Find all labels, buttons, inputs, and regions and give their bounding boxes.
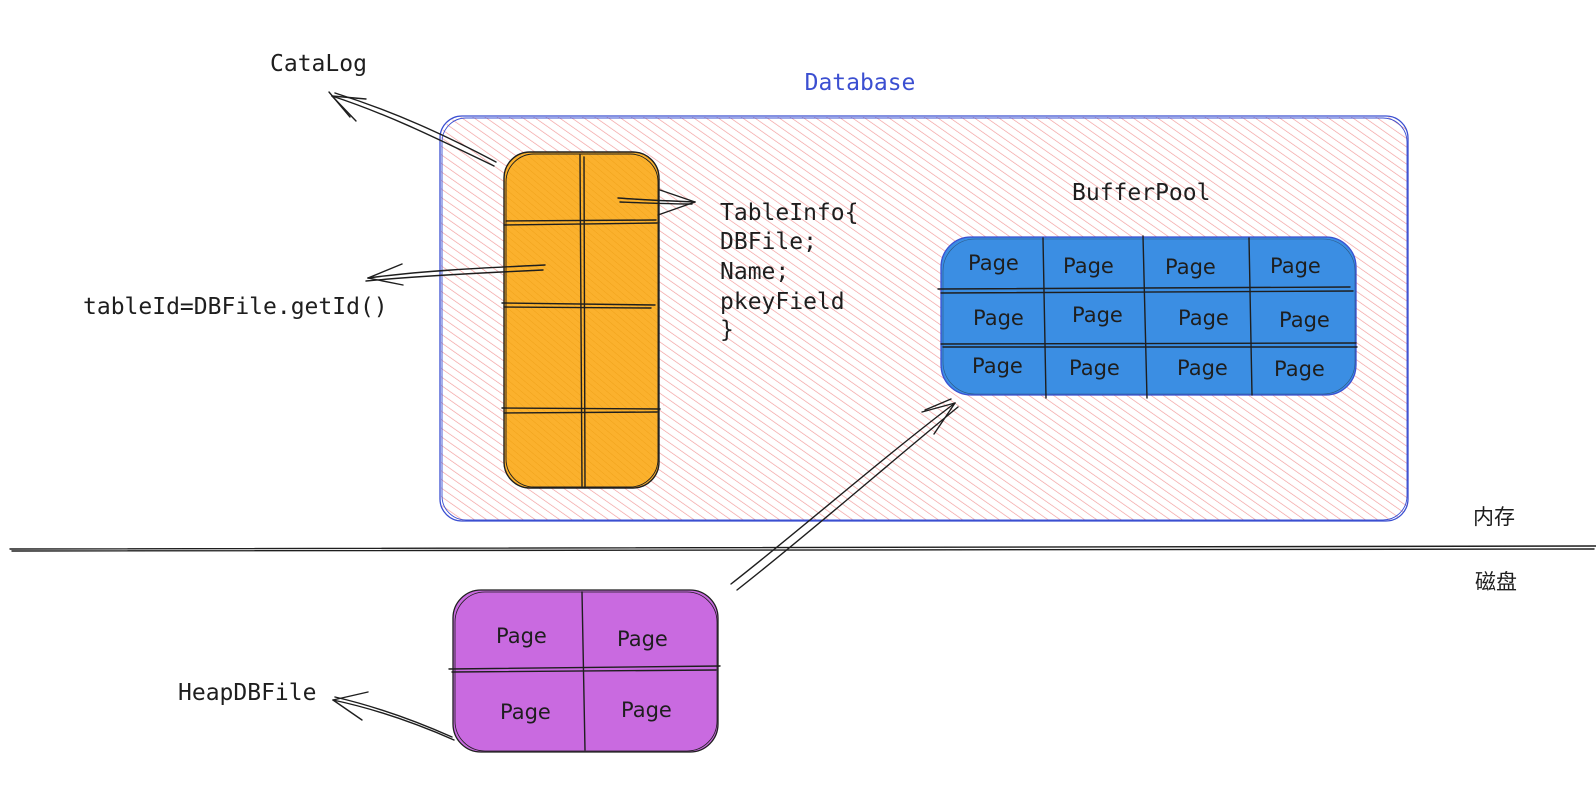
table-info-line-2: DBFile; — [720, 229, 817, 255]
load-page-arrow — [730, 398, 959, 591]
buffer-pool-page: Page — [973, 306, 1024, 330]
memory-label: 内存 — [1473, 505, 1515, 529]
catalog-table — [501, 151, 661, 489]
buffer-pool-page: Page — [1279, 308, 1330, 332]
table-info-line-4: pkeyField — [720, 289, 845, 315]
buffer-pool-page: Page — [1072, 303, 1123, 327]
buffer-pool-page: Page — [1178, 306, 1229, 330]
heap-file-page: Page — [617, 627, 668, 651]
buffer-pool-page: Page — [1165, 255, 1216, 279]
table-info-line-3: Name; — [720, 259, 789, 285]
catalog-arrow — [328, 91, 497, 167]
buffer-pool — [937, 235, 1358, 399]
heap-file-page: Page — [621, 698, 672, 722]
heap-file-page: Page — [500, 700, 551, 724]
buffer-pool-pages: Page Page Page Page Page Page Page Page … — [968, 251, 1330, 381]
buffer-pool-page: Page — [1270, 254, 1321, 278]
heap-file-page: Page — [496, 624, 547, 648]
database-container — [439, 115, 1409, 522]
heap-db-file-arrow — [332, 691, 455, 741]
buffer-pool-page: Page — [1177, 356, 1228, 380]
table-id-label: tableId=DBFile.getId() — [83, 294, 388, 320]
table-info-line-1: TableInfo{ — [720, 200, 858, 226]
heap-db-file — [448, 589, 721, 753]
table-info-arrow — [617, 189, 696, 216]
database-title: Database — [805, 70, 916, 96]
memory-disk-divider — [9, 545, 1596, 552]
buffer-pool-page: Page — [968, 251, 1019, 275]
table-info-block: TableInfo{ DBFile; Name; pkeyField } — [720, 200, 858, 343]
table-info-line-5: } — [720, 317, 734, 343]
heap-file-pages: Page Page Page Page — [496, 624, 672, 724]
table-id-arrow — [365, 263, 546, 286]
buffer-pool-page: Page — [1069, 356, 1120, 380]
heap-db-file-label: HeapDBFile — [178, 680, 316, 706]
disk-label: 磁盘 — [1475, 570, 1517, 594]
buffer-pool-page: Page — [972, 354, 1023, 378]
buffer-pool-page: Page — [1274, 357, 1325, 381]
buffer-pool-page: Page — [1063, 254, 1114, 278]
catalog-label: CataLog — [270, 51, 367, 77]
buffer-pool-label: BufferPool — [1072, 180, 1210, 206]
